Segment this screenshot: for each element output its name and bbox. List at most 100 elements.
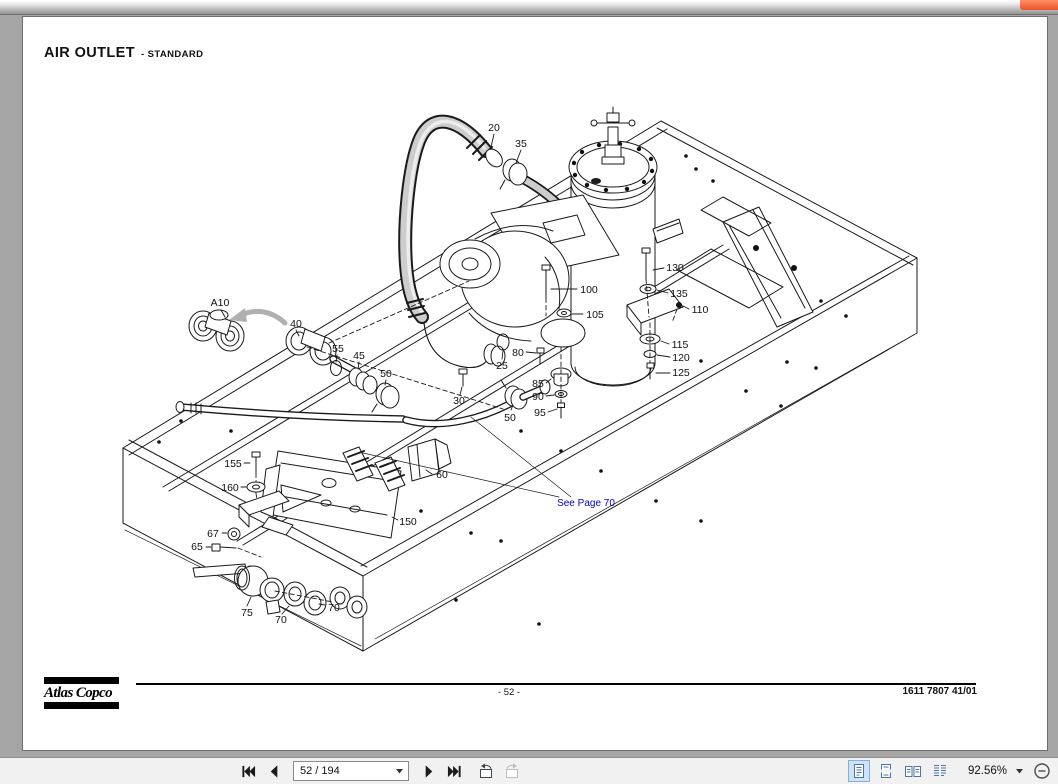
callout-leader-70: [281, 605, 290, 615]
callout-leader-115: [660, 340, 670, 345]
callout-leader-20: [490, 133, 495, 148]
callout-leader-60: [425, 469, 433, 475]
part-callout-120: 120: [672, 352, 690, 364]
last-page-button[interactable]: [443, 760, 465, 782]
page-title: AIR OUTLET: [44, 45, 135, 61]
part-callout-67: 67: [207, 528, 219, 540]
last-page-icon: [447, 765, 461, 777]
page-subtitle: - STANDARD: [141, 49, 204, 60]
page-number-input[interactable]: [294, 765, 388, 777]
two-page-continuous-view-button[interactable]: [929, 760, 951, 782]
support-bracket: [260, 438, 452, 539]
part-callout-100: 100: [580, 284, 598, 296]
frame-hardware: [211, 451, 290, 558]
bolt-washer-100: [541, 264, 572, 318]
part-callout-110: 110: [692, 304, 709, 316]
callout-leader-135: [656, 289, 669, 294]
single-page-view-icon: [853, 764, 864, 778]
callout-leader-50: [384, 379, 387, 386]
first-page-icon: [241, 765, 255, 777]
part-callout-155: 155: [224, 458, 242, 470]
drain-valve-assembly: [192, 563, 368, 619]
zoom-out-button[interactable]: [1032, 761, 1052, 781]
page-number-combobox[interactable]: [293, 761, 409, 781]
part-callout-95: 95: [534, 407, 546, 419]
next-view-icon: [506, 763, 518, 778]
previous-view-button[interactable]: [475, 760, 497, 782]
compressor-element: [439, 194, 620, 348]
a10-coupling: [188, 308, 288, 352]
part-callout-105: 105: [586, 309, 604, 321]
callout-leader-120: [656, 354, 671, 358]
callout-leader-55: [335, 354, 338, 363]
part-callout-130: 130: [666, 262, 684, 274]
part-callout-135: 135: [670, 288, 688, 300]
part-callout-40: 40: [290, 318, 302, 330]
callout-leader-130: [652, 267, 665, 271]
tank-mount-hardware: [626, 247, 684, 380]
callout-leader-80: [525, 351, 537, 354]
part-callout-20: 20: [488, 122, 500, 134]
atlas-copco-logo: Atlas Copco: [44, 677, 119, 709]
footer-page-number: - 52 -: [497, 687, 521, 698]
callout-leader-50: [510, 404, 514, 411]
part-callout-30: 30: [453, 395, 465, 407]
deck-crossmember: [676, 196, 814, 328]
callout-leader-110: [682, 305, 690, 310]
flexible-mount-stack: [550, 346, 572, 419]
previous-page-icon: [270, 764, 277, 778]
zoom-dropdown-icon[interactable]: [1016, 768, 1023, 774]
footer-rule: [136, 683, 976, 685]
page-heading: AIR OUTLET - STANDARD: [44, 45, 203, 61]
page-number-dropdown-icon[interactable]: [396, 768, 403, 774]
document-viewport[interactable]: AIR OUTLET - STANDARD: [0, 15, 1058, 758]
link-leaders: [362, 416, 572, 498]
next-page-icon: [425, 764, 432, 778]
part-callout-75: 75: [241, 607, 253, 619]
single-page-view-button[interactable]: [847, 760, 870, 782]
next-page-button[interactable]: [417, 760, 439, 782]
continuous-view-button[interactable]: [875, 760, 897, 782]
previous-page-button[interactable]: [263, 760, 285, 782]
part-callout-160: 160: [221, 482, 239, 494]
zoom-level-value[interactable]: 92.56%: [967, 765, 1007, 777]
callout-leader-95: [547, 408, 558, 413]
part-callout-125: 125: [672, 367, 690, 379]
callout-leader-A10: [220, 309, 226, 318]
view-history-group: [475, 760, 527, 782]
logo-bar-top: [44, 677, 119, 684]
next-view-button[interactable]: [501, 760, 523, 782]
part-callout-80: 80: [512, 347, 524, 359]
callout-leader-35: [515, 149, 522, 164]
callout-leader-75: [246, 596, 252, 607]
part-callout-60: 60: [436, 469, 448, 481]
part-callout-55: 55: [332, 343, 344, 355]
callout-leader-70: [318, 603, 326, 606]
discharge-hose: [398, 114, 528, 324]
callout-leader-25: [501, 350, 504, 360]
parts-diagram: 2035A10405545502580305085909510010513013…: [122, 106, 918, 652]
callout-leader-90: [545, 394, 555, 397]
part-callout-45: 45: [353, 350, 365, 362]
two-page-view-button[interactable]: [902, 760, 924, 782]
page-navigation-group: [237, 758, 527, 784]
viewer-toolbar: 92.56%: [0, 757, 1058, 784]
discharge-elbow: [423, 322, 545, 369]
two-page-continuous-view-icon: [933, 765, 946, 776]
part-callout-90: 90: [532, 391, 544, 403]
first-page-button[interactable]: [237, 760, 259, 782]
see-page-link[interactable]: See Page 70: [557, 498, 615, 509]
part-callout-85: 85: [532, 378, 544, 390]
callout-layer: 2035A10405545502580305085909510010513013…: [191, 122, 708, 626]
logo-bar-bottom: [44, 702, 119, 709]
part-callout-70: 70: [275, 614, 287, 626]
part-callout-50: 50: [380, 368, 392, 380]
part-callout-150: 150: [399, 516, 417, 528]
view-zoom-group: 92.56%: [847, 758, 1052, 784]
previous-view-icon: [480, 763, 492, 778]
part-callout-65: 65: [191, 541, 203, 553]
callout-leader-40: [295, 329, 300, 337]
continuous-view-icon: [880, 764, 891, 778]
part-callout-35: 35: [515, 138, 527, 150]
zoom-out-icon: [1034, 763, 1050, 779]
